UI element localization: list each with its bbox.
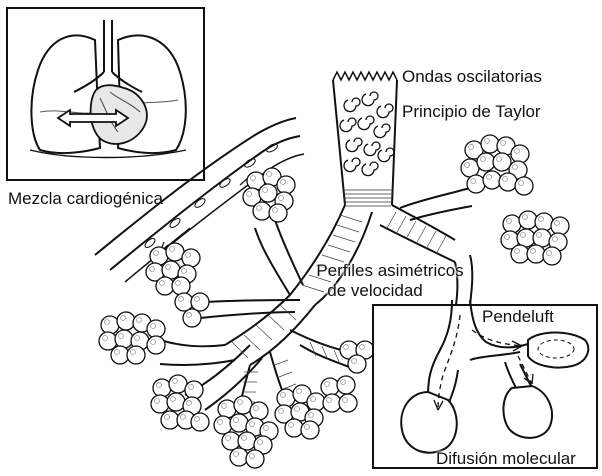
oscillatory-wave-icon	[333, 72, 397, 80]
alveolar-cluster	[99, 312, 165, 364]
taylor-swirl-icons	[340, 92, 394, 176]
trachea-rings	[343, 190, 393, 206]
label-pendelluft: Pendeluft	[482, 308, 554, 326]
alveolar-cluster	[146, 243, 200, 295]
alveolar-cluster	[243, 168, 295, 222]
label-taylor-principle: Principio de Taylor	[402, 103, 541, 121]
inset-frame	[373, 305, 597, 468]
trachea-oscillation	[333, 72, 397, 206]
label-asymmetric-profiles-line1: Perfiles asimétricos	[290, 262, 490, 280]
alveolar-cluster	[275, 385, 325, 439]
label-asymmetric-profiles-line2: de velocidad	[290, 282, 460, 300]
alveolar-cluster	[340, 341, 374, 373]
label-oscillatory-waves: Ondas oscilatorias	[402, 68, 542, 86]
alveolus-lower-right	[503, 386, 552, 438]
alveolar-cluster	[214, 396, 278, 468]
label-molecular-diffusion: Difusión molecular	[436, 450, 576, 468]
alveolar-cluster	[501, 211, 569, 265]
alveolar-cluster	[321, 376, 357, 412]
alveolar-cluster	[175, 293, 209, 327]
alveolar-cluster	[151, 375, 209, 431]
label-cardiogenic-mixing: Mezcla cardiogénica	[8, 190, 163, 208]
cardiogenic-inset	[7, 8, 204, 180]
alveolus-lower-left	[401, 392, 457, 453]
alveolus-upper	[528, 333, 588, 368]
alveolar-cluster	[461, 135, 533, 195]
